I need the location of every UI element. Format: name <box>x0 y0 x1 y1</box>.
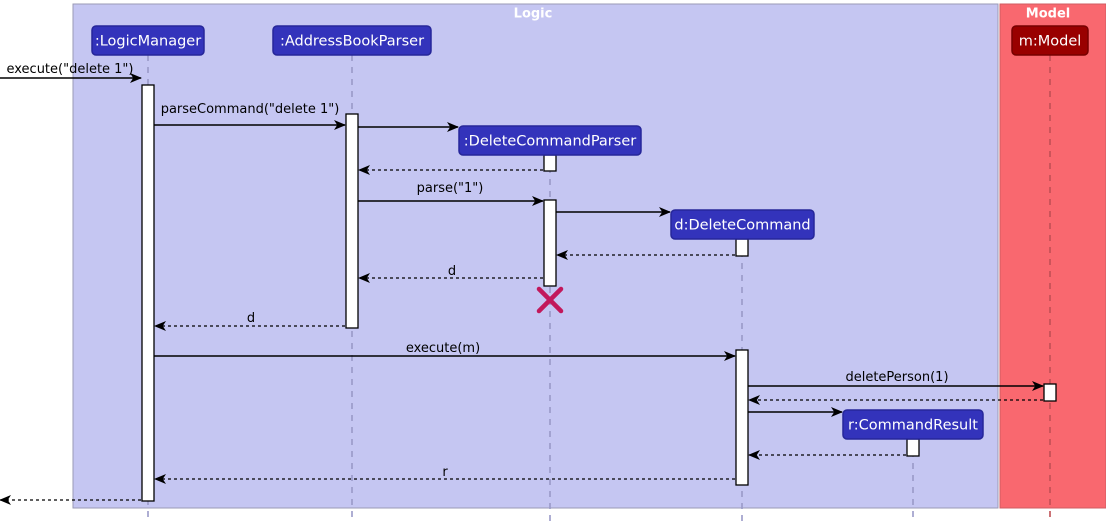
participants-layer: :LogicManager :AddressBookParser :DeleteCo… <box>91 25 1089 440</box>
destroy-delete-command-parser <box>536 286 564 314</box>
activation-delete-command-create <box>735 238 749 257</box>
participant-model[interactable]: m:Model <box>1011 25 1089 56</box>
participant-delete-command-box[interactable] <box>670 209 815 240</box>
activation-delete-command-parser-create <box>543 154 557 172</box>
message-delete-person-label: deletePerson(1) <box>845 370 948 385</box>
model-package-body <box>999 3 1106 509</box>
message-execute-delete-1-label: execute("delete 1") <box>6 62 133 77</box>
message-return-r-label: r <box>442 465 448 480</box>
packages-layer: Logic Model <box>72 3 1106 509</box>
destroy-delete-command-parser-stroke-b <box>536 286 564 314</box>
participant-logic-manager-label: :LogicManager <box>95 34 201 50</box>
model-package-label: Model <box>1026 7 1070 22</box>
model-package: Model <box>999 3 1106 509</box>
message-return-r: r <box>154 465 735 484</box>
message-parse-1-label: parse("1") <box>417 181 484 196</box>
message-return-d-to-logic: d <box>154 311 345 331</box>
participant-delete-command-parser-box[interactable] <box>458 125 642 156</box>
participant-delete-command-parser-label: :DeleteCommandParser <box>464 134 636 150</box>
message-execute-delete-1: execute("delete 1") <box>0 62 142 83</box>
participant-command-result-label: r:CommandResult <box>848 418 978 434</box>
message-parse-1: parse("1") <box>358 181 544 206</box>
logic-package-label: Logic <box>514 7 553 22</box>
participant-address-book-parser-box[interactable] <box>272 25 432 56</box>
activation-logic-manager <box>141 84 155 502</box>
participant-command-result[interactable]: r:CommandResult <box>842 409 984 440</box>
message-return-d-to-logic-label: d <box>247 311 255 326</box>
participant-model-box[interactable] <box>1011 25 1089 56</box>
participant-logic-manager[interactable]: :LogicManager <box>91 25 205 56</box>
message-parse-command-label: parseCommand("delete 1") <box>161 102 340 117</box>
participant-command-result-box[interactable] <box>842 409 984 440</box>
activation-address-book-parser <box>345 113 359 329</box>
activation-delete-command-execute <box>735 349 749 486</box>
participant-address-book-parser-label: :AddressBookParser <box>280 34 424 50</box>
activations-layer <box>141 84 1057 502</box>
participant-delete-command-parser[interactable]: :DeleteCommandParser <box>458 125 642 156</box>
participant-address-book-parser[interactable]: :AddressBookParser <box>272 25 432 56</box>
participant-logic-manager-box[interactable] <box>91 25 205 56</box>
message-return-d-to-parser-label: d <box>448 264 456 279</box>
participant-delete-command[interactable]: d:DeleteCommand <box>670 209 815 240</box>
message-execute-m-label: execute(m) <box>406 341 480 356</box>
participant-delete-command-label: d:DeleteCommand <box>674 218 810 234</box>
destroy-markers-layer <box>536 286 564 314</box>
activation-delete-command-parser-parse <box>543 199 557 287</box>
message-execute-m: execute(m) <box>154 341 736 361</box>
messages-layer: execute("delete 1") parseCommand("delete … <box>0 62 1044 505</box>
activation-model-delete <box>1043 383 1057 402</box>
activation-command-result-create <box>906 438 920 457</box>
message-delete-person: deletePerson(1) <box>748 370 1044 391</box>
participant-model-label: m:Model <box>1019 34 1082 50</box>
message-return-d-to-parser: d <box>358 264 543 283</box>
message-parse-command: parseCommand("delete 1") <box>154 102 346 130</box>
